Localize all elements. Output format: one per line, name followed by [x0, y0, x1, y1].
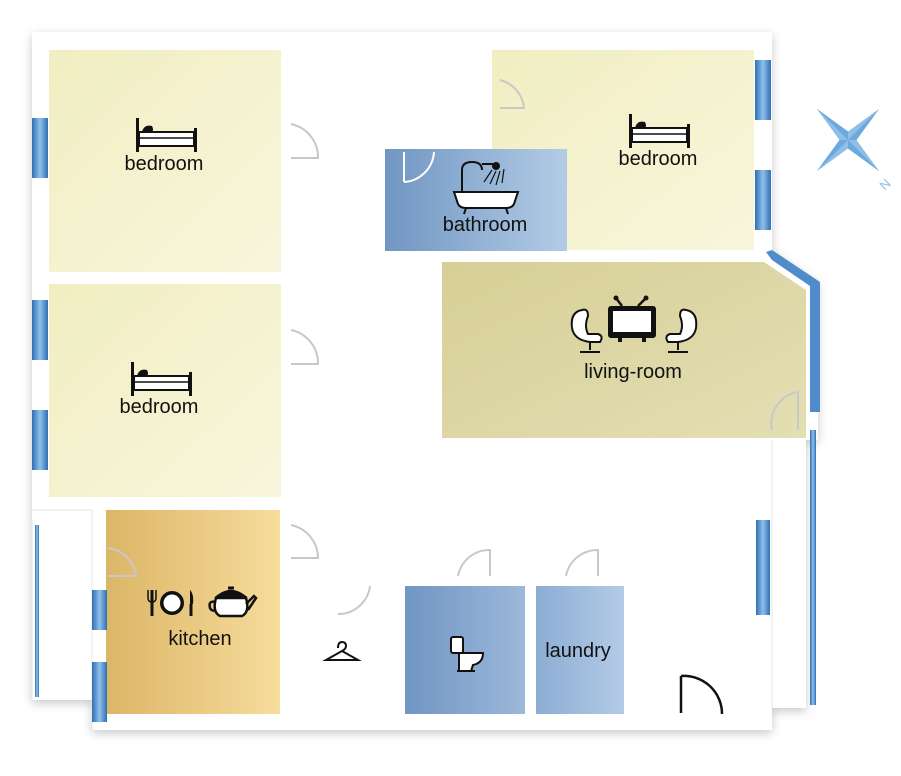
room-kitchen	[106, 510, 280, 714]
window	[92, 662, 107, 722]
room-label-bedroom-bottom-left: bedroom	[120, 396, 199, 418]
room-toilet	[405, 586, 525, 714]
window	[810, 430, 816, 705]
room-laundry	[536, 586, 624, 714]
compass-rose	[816, 108, 880, 172]
compass-north-label: N	[876, 176, 893, 193]
door-swing	[457, 548, 491, 577]
door-swings	[107, 79, 799, 616]
hanger-icon	[322, 640, 362, 661]
window	[32, 410, 48, 470]
door-swing	[499, 79, 526, 109]
room-label-bedroom-top-left: bedroom	[125, 153, 204, 175]
room-label-kitchen: kitchen	[168, 628, 231, 650]
window	[755, 170, 771, 230]
door-swing	[290, 524, 320, 559]
room-living-room	[442, 262, 806, 438]
door-swing	[565, 548, 599, 577]
entrance-door	[679, 674, 724, 715]
window	[32, 118, 48, 178]
window	[755, 60, 771, 120]
door-swing	[290, 329, 320, 365]
window	[92, 590, 107, 630]
windows	[32, 60, 816, 722]
window	[35, 525, 39, 697]
door-swing	[290, 123, 320, 159]
bed-icon	[131, 362, 192, 396]
toilet-icon	[450, 636, 485, 672]
bed-icon	[136, 118, 197, 152]
door-swing	[337, 585, 371, 616]
teapot-icon	[208, 586, 258, 618]
bed-icon	[629, 114, 690, 148]
door-swing	[107, 547, 138, 577]
room-label-laundry: laundry	[545, 640, 611, 662]
window	[756, 520, 770, 615]
room-label-living-room: living-room	[584, 361, 682, 383]
door-swing	[770, 390, 799, 431]
window	[766, 250, 820, 412]
tv-icon	[608, 295, 656, 342]
room-label-bedroom-top-right: bedroom	[619, 148, 698, 170]
armchair-icon	[665, 308, 698, 353]
window	[32, 300, 48, 360]
room-bedroom-top-left	[49, 50, 281, 272]
plate-cutlery-icon	[147, 590, 194, 616]
armchair-icon	[570, 308, 603, 353]
door-swing-bathroom	[403, 151, 435, 183]
room-label-bathroom: bathroom	[443, 214, 528, 236]
shower-bathtub-icon	[452, 160, 520, 215]
